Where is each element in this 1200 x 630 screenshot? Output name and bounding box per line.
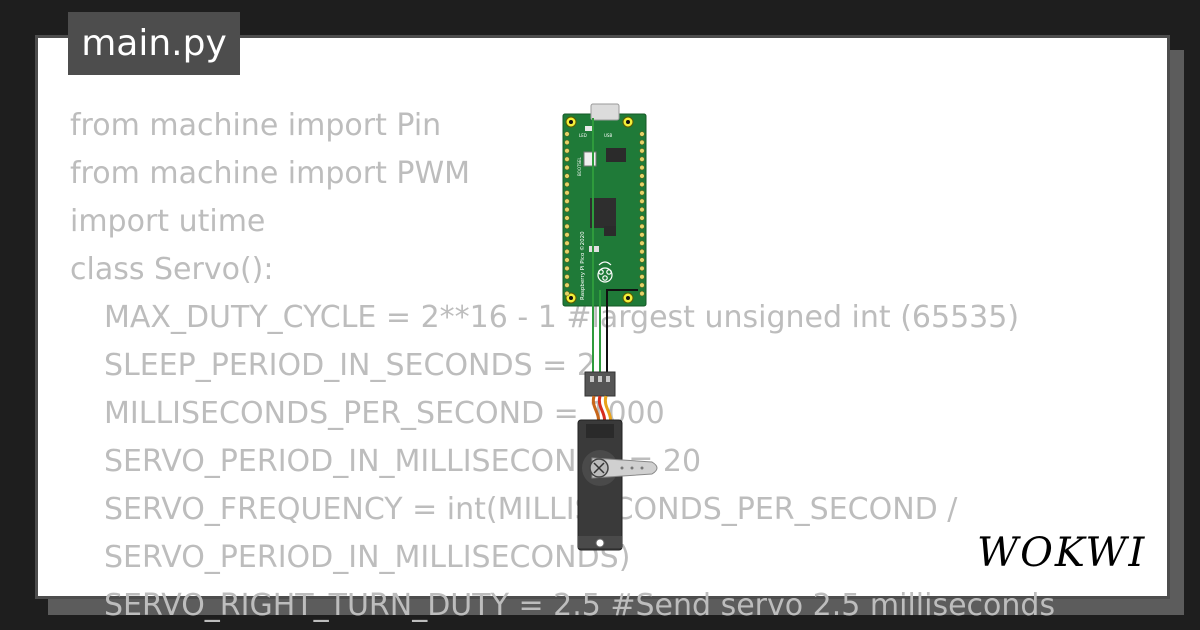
pico-pin[interactable] xyxy=(639,232,645,238)
code-line: from machine import PWM xyxy=(70,156,471,191)
pico-pin[interactable] xyxy=(564,139,570,145)
raspberry-logo xyxy=(597,261,613,283)
pico-pin[interactable] xyxy=(564,257,570,263)
pico-pin[interactable] xyxy=(639,156,645,162)
pico-label-led: LED xyxy=(579,133,587,138)
pico-pin[interactable] xyxy=(639,165,645,171)
pico-label-usb: USB xyxy=(604,133,612,138)
pico-pin[interactable] xyxy=(639,215,645,221)
pico-pin[interactable] xyxy=(564,215,570,221)
code-line: from machine import Pin xyxy=(70,108,442,143)
pico-pin[interactable] xyxy=(564,282,570,288)
pico-pin[interactable] xyxy=(639,240,645,246)
code-line: import utime xyxy=(70,204,266,239)
pico-pin[interactable] xyxy=(564,131,570,137)
pico-pin[interactable] xyxy=(564,291,570,297)
pico-pin[interactable] xyxy=(639,257,645,263)
code-line: MAX_DUTY_CYCLE = 2**16 - 1 #largest unsi… xyxy=(104,300,1020,335)
pico-pin[interactable] xyxy=(564,249,570,255)
pico-pin[interactable] xyxy=(564,265,570,271)
wokwi-logo-text: WOKWI xyxy=(977,530,1146,576)
code-line: SERVO_FREQUENCY = int(MILLISECONDS_PER_S… xyxy=(104,492,958,527)
file-tab-label: main.py xyxy=(81,23,227,64)
wokwi-logo: WOKWI xyxy=(977,530,1146,576)
rp2040-chip xyxy=(590,198,616,228)
servo-motor[interactable] xyxy=(577,419,658,551)
pico-pin[interactable] xyxy=(639,198,645,204)
code-line: SERVO_RIGHT_TURN_DUTY = 2.5 #Send servo … xyxy=(104,588,1056,623)
pico-pin[interactable] xyxy=(564,207,570,213)
pico-pin[interactable] xyxy=(564,240,570,246)
pico-silkscreen: Raspberry Pi Pico ©2020 xyxy=(579,231,586,300)
code-line: SERVO_PERIOD_IN_MILLISECONDS) xyxy=(104,540,631,575)
code-line: MILLISECONDS_PER_SECOND = 1000 xyxy=(104,396,665,431)
pico-pin[interactable] xyxy=(639,148,645,154)
pico-pin[interactable] xyxy=(639,190,645,196)
pico-pin[interactable] xyxy=(639,131,645,137)
pico-pin[interactable] xyxy=(564,190,570,196)
servo-connector xyxy=(584,371,616,397)
pico-pin[interactable] xyxy=(564,173,570,179)
code-line: SLEEP_PERIOD_IN_SECONDS = 2 xyxy=(104,348,596,383)
pico-pin[interactable] xyxy=(564,148,570,154)
pico-pin[interactable] xyxy=(564,223,570,229)
pico-board[interactable]: LED USB BOOTSEL Raspberry Pi Pico ©2020 xyxy=(562,103,647,307)
pico-pin[interactable] xyxy=(639,249,645,255)
file-tab[interactable]: main.py xyxy=(68,12,240,75)
flash-chip xyxy=(606,148,626,162)
code-block: from machine import Pin from machine impo… xyxy=(70,102,1055,630)
code-line: class Servo(): xyxy=(70,252,274,287)
usb-connector xyxy=(590,103,620,121)
pico-pin[interactable] xyxy=(564,156,570,162)
pico-pins-left xyxy=(564,131,570,297)
pico-pin[interactable] xyxy=(639,291,645,297)
pico-pin[interactable] xyxy=(639,181,645,187)
pico-label-bootsel: BOOTSEL xyxy=(577,157,582,176)
bootsel-button[interactable] xyxy=(583,151,597,167)
pico-pin[interactable] xyxy=(639,274,645,280)
pico-pin[interactable] xyxy=(564,274,570,280)
pico-pin[interactable] xyxy=(639,265,645,271)
pico-pin[interactable] xyxy=(564,181,570,187)
pico-pin[interactable] xyxy=(564,232,570,238)
pico-pin[interactable] xyxy=(639,173,645,179)
wires xyxy=(592,118,638,378)
pico-pin[interactable] xyxy=(639,139,645,145)
pico-pin[interactable] xyxy=(639,282,645,288)
pico-pin[interactable] xyxy=(564,165,570,171)
pico-pin[interactable] xyxy=(639,207,645,213)
pico-pin[interactable] xyxy=(639,223,645,229)
servo-horn[interactable] xyxy=(591,457,658,479)
pico-pins-right xyxy=(639,131,645,297)
pico-pin[interactable] xyxy=(564,198,570,204)
